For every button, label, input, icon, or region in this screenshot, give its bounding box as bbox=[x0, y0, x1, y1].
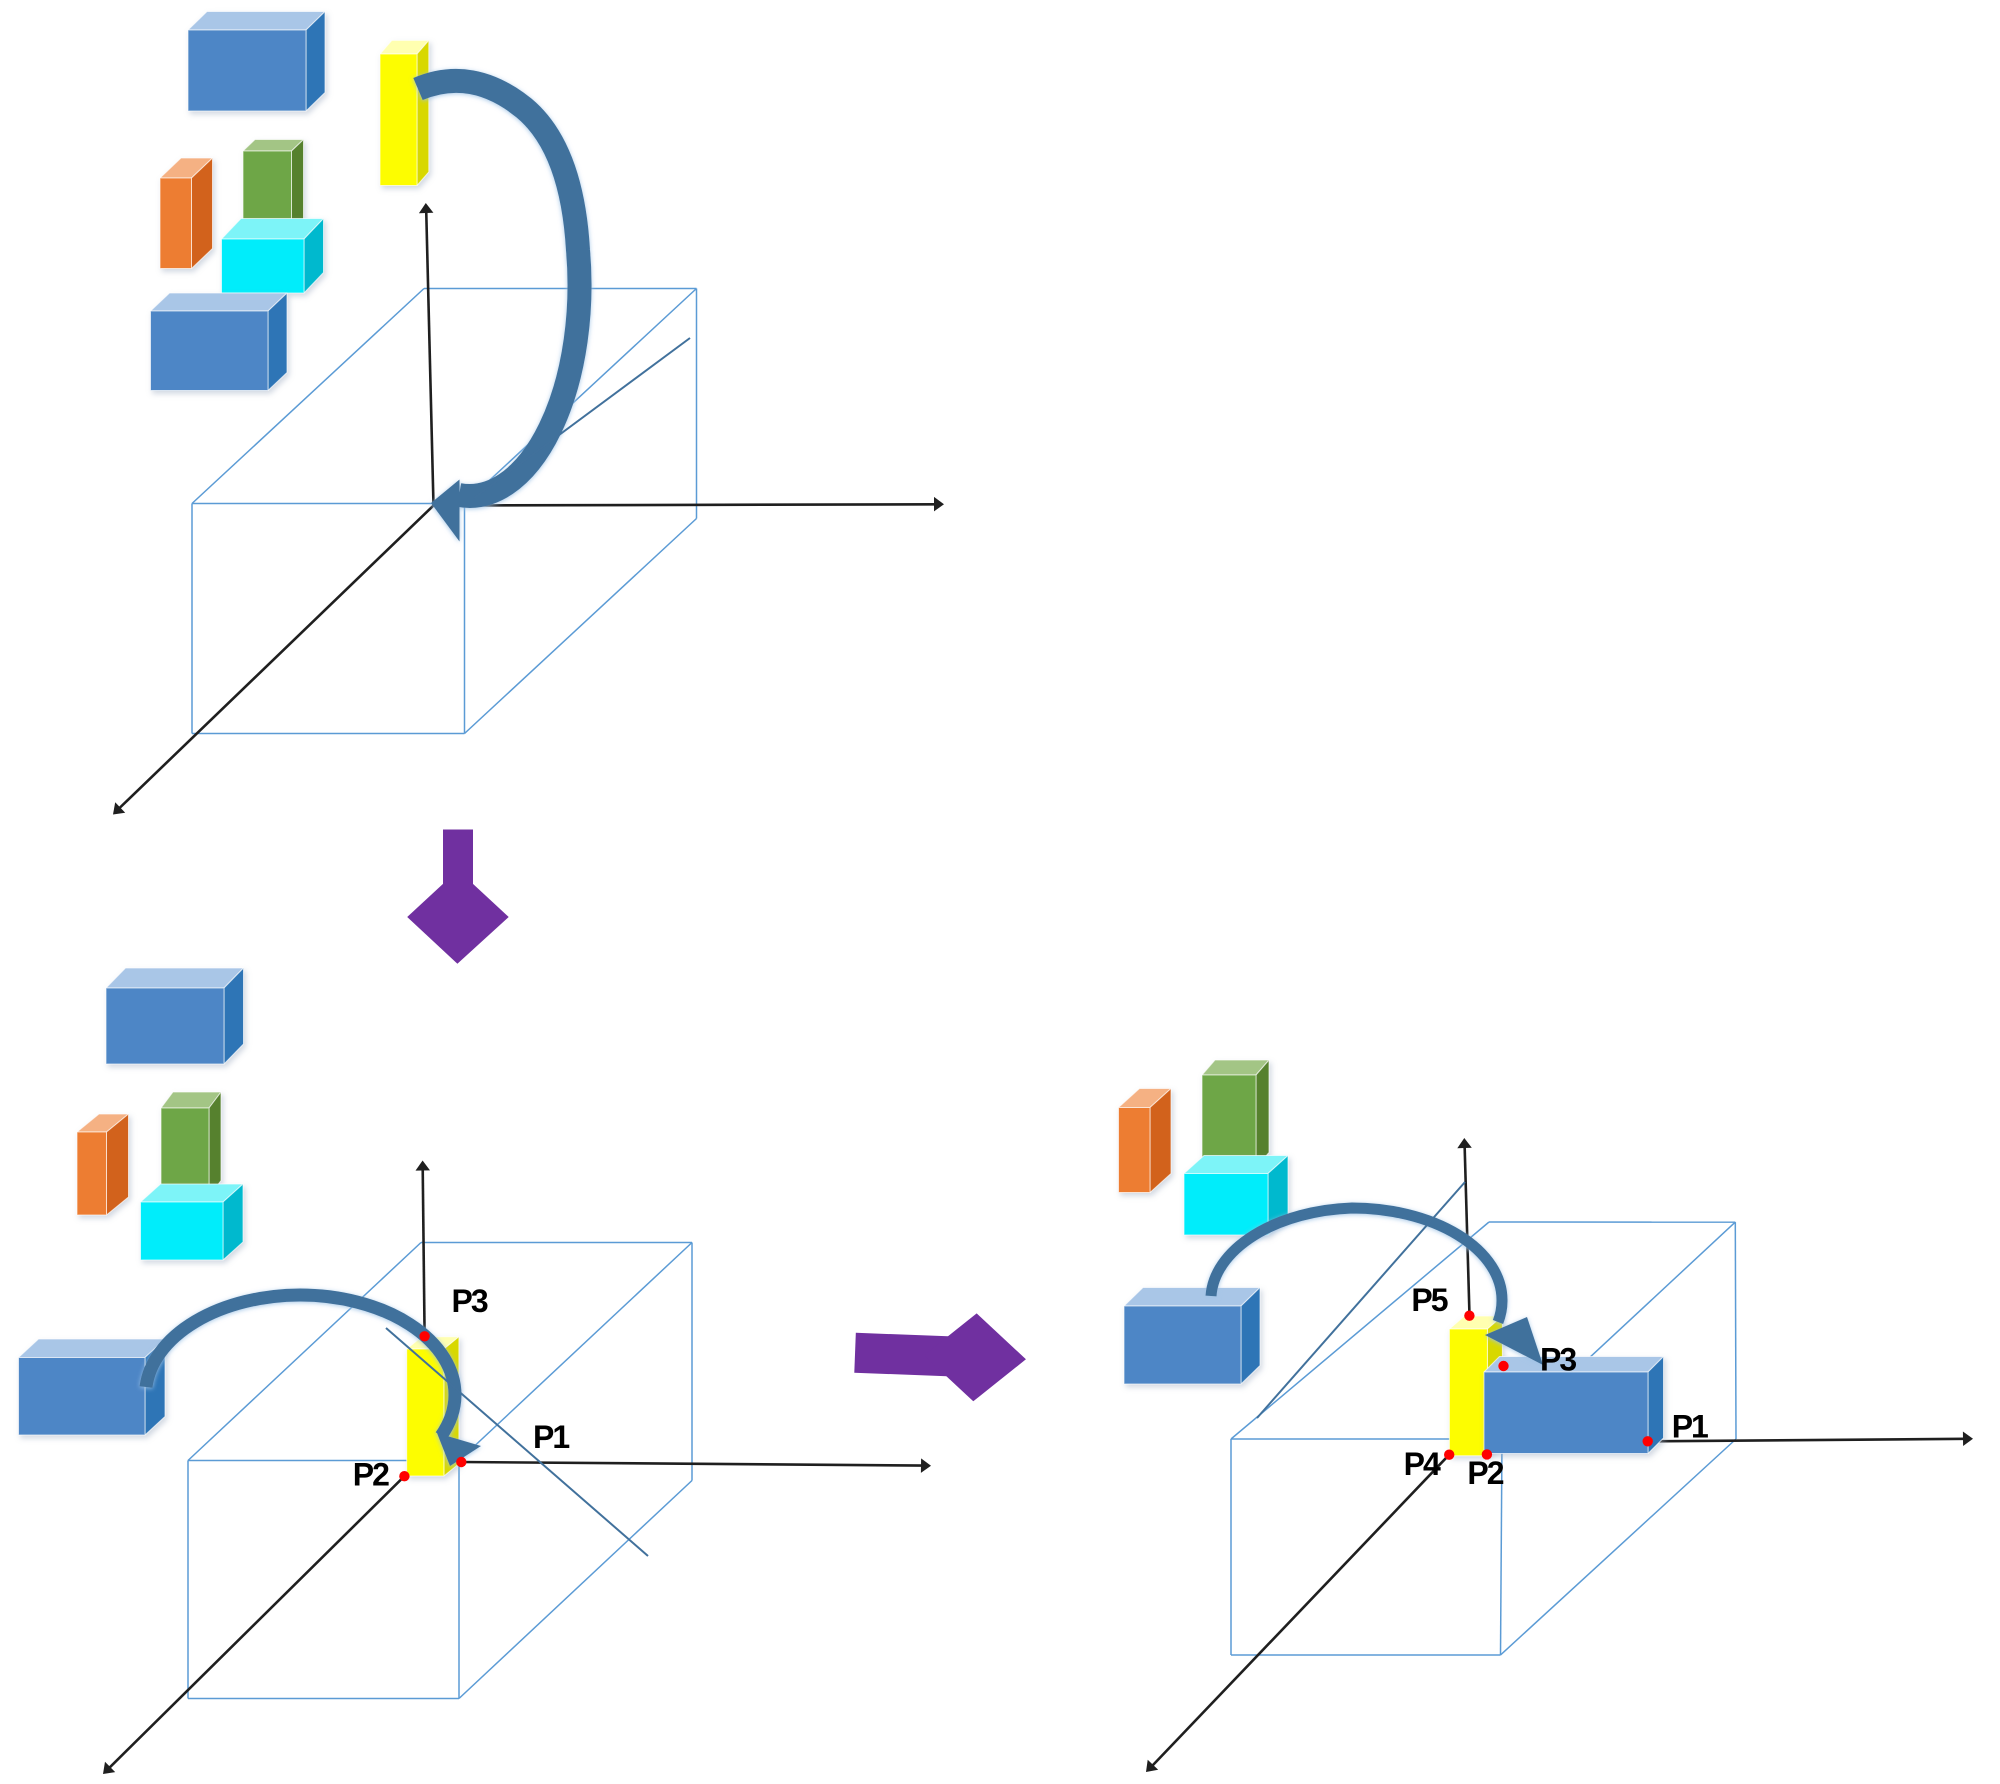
svg-text:P5: P5 bbox=[1411, 1282, 1447, 1318]
svg-text:P4: P4 bbox=[1404, 1446, 1441, 1482]
svg-text:P1: P1 bbox=[533, 1419, 569, 1455]
svg-text:P2: P2 bbox=[1467, 1455, 1503, 1491]
svg-text:P2: P2 bbox=[353, 1457, 389, 1493]
svg-text:P3: P3 bbox=[1540, 1342, 1576, 1378]
svg-text:P1: P1 bbox=[1672, 1409, 1708, 1445]
svg-text:P3: P3 bbox=[452, 1283, 488, 1319]
